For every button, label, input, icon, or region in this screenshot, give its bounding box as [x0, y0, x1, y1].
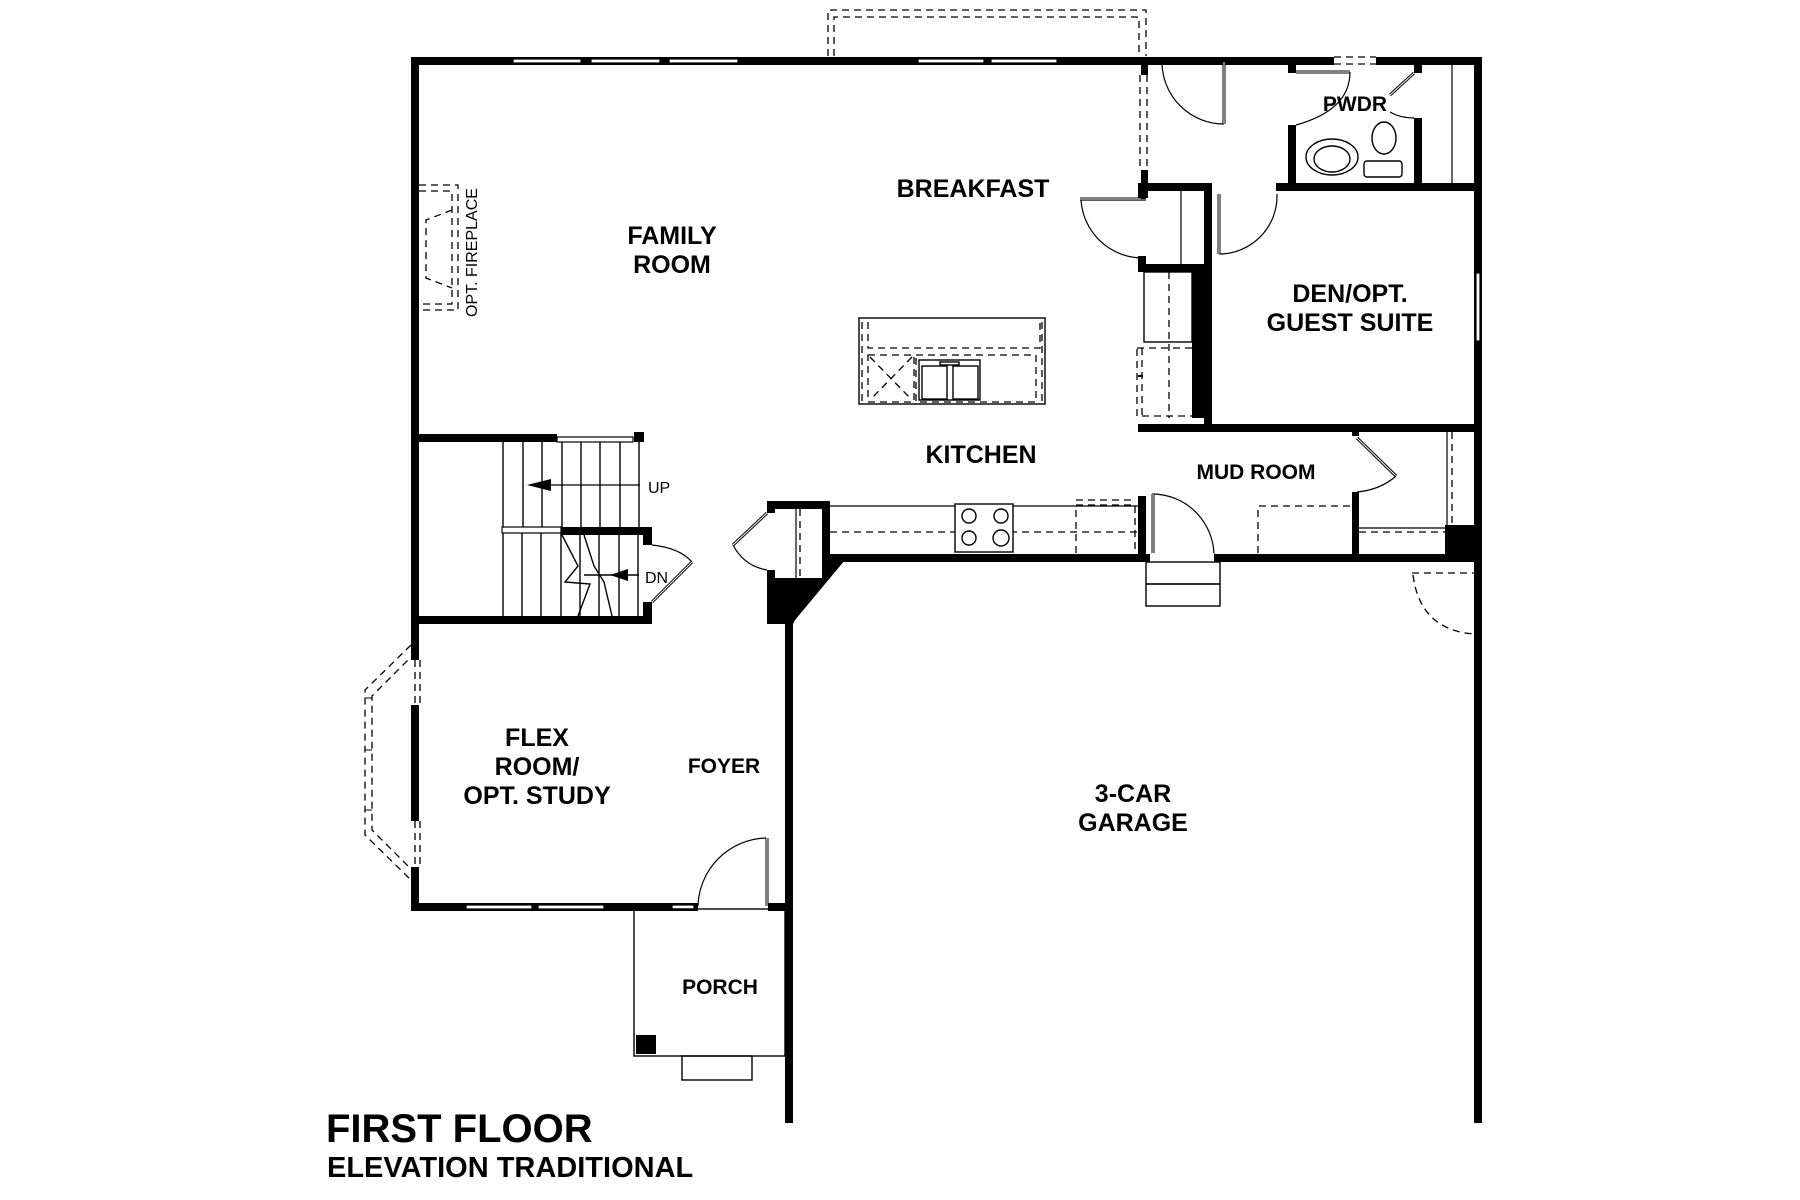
room-label-foyer: FOYER — [687, 755, 761, 778]
pantry — [731, 501, 850, 624]
fireplace-label: OPT. FIREPLACE — [464, 188, 481, 317]
north-wall — [411, 57, 1482, 65]
plan-subtitle: ELEVATION TRADITIONAL — [327, 1152, 694, 1184]
room-label-flex: FLEX ROOM/ OPT. STUDY — [463, 724, 610, 811]
mud-room-fixtures — [1257, 430, 1482, 635]
breakfast-east-wall — [1080, 57, 1148, 259]
room-label-garage: 3-CAR GARAGE — [1078, 780, 1188, 838]
down-arrow-icon — [610, 569, 628, 581]
kitchen-island — [858, 317, 1046, 405]
room-label-flex-line1: FLEX — [505, 724, 569, 752]
room-label-family: FAMILY ROOM — [627, 222, 716, 280]
room-label-garage-line1: 3-CAR — [1094, 780, 1172, 808]
hall-door — [1161, 61, 1482, 255]
room-label-den-line1: DEN/OPT. — [1292, 280, 1408, 308]
room-label-porch: PORCH — [682, 976, 758, 999]
up-arrow-icon — [527, 479, 551, 491]
stairs-down-label: DN — [645, 570, 669, 587]
room-label-pwdr: PWDR — [1322, 93, 1388, 116]
west-wall-stairs — [411, 434, 419, 624]
room-label-breakfast: BREAKFAST — [896, 175, 1050, 203]
room-label-mud-room: MUD ROOM — [1196, 461, 1316, 484]
flex-west-wall — [411, 620, 421, 909]
west-wall-family — [411, 57, 419, 627]
east-wall — [1474, 57, 1482, 1123]
breakfast-bumpout-optional — [827, 9, 1147, 56]
kitchen-east-cabinets — [1136, 183, 1482, 432]
room-label-flex-line3: OPT. STUDY — [463, 782, 611, 810]
room-label-den: DEN/OPT. GUEST SUITE — [1267, 280, 1434, 338]
front-door — [697, 837, 769, 907]
mud-room-door — [1138, 493, 1221, 607]
plan-title: FIRST FLOOR — [326, 1107, 593, 1151]
foyer-east-wall — [785, 620, 793, 1123]
stairs-up-label: UP — [648, 480, 671, 497]
room-label-kitchen: KITCHEN — [925, 441, 1037, 469]
fireplace-outline — [419, 184, 459, 311]
powder-room — [1288, 56, 1453, 183]
room-label-flex-line2: ROOM/ — [494, 753, 580, 781]
room-label-family-line2: ROOM — [633, 251, 711, 279]
staircase — [419, 432, 694, 624]
bay-window-optional — [364, 644, 417, 881]
room-label-family-line1: FAMILY — [627, 222, 717, 250]
room-label-garage-line2: GARAGE — [1078, 809, 1188, 837]
room-label-den-line2: GUEST SUITE — [1266, 309, 1434, 337]
flex-south-wall — [411, 902, 785, 912]
kitchen-counter — [830, 499, 1138, 553]
